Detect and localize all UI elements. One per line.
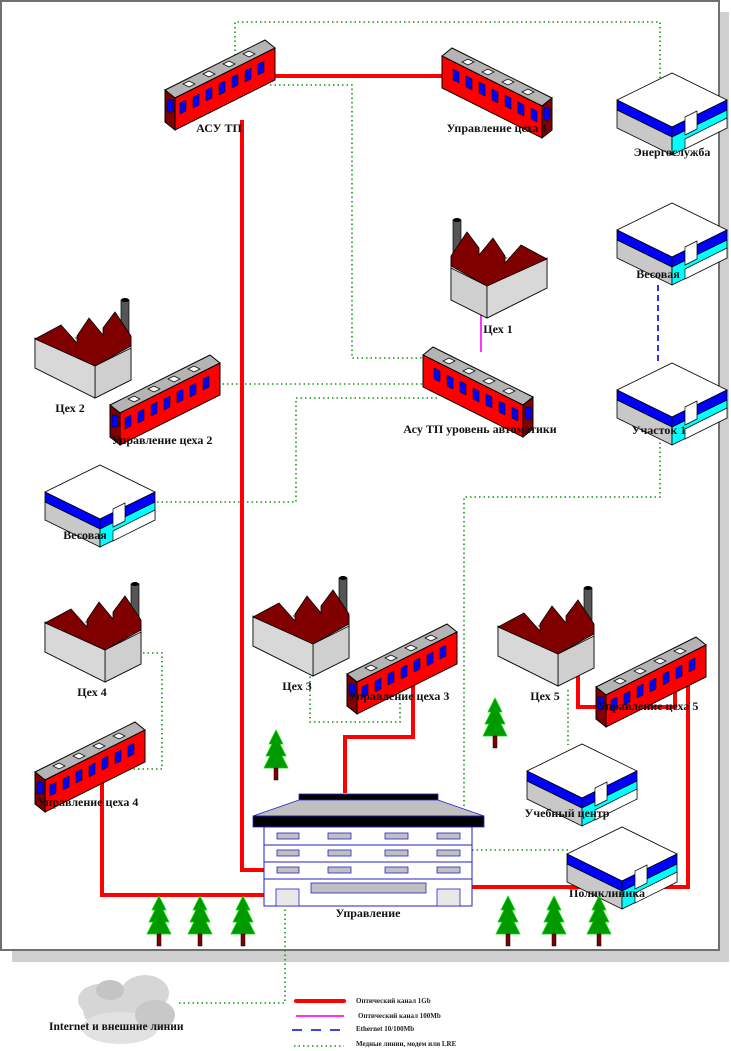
- fiber-line: [240, 120, 265, 872]
- node-asu-tp[interactable]: АСУ ТП: [164, 39, 276, 135]
- cloud-icon: [78, 975, 175, 1044]
- node-label: Весовая: [63, 528, 107, 542]
- node-vesovaya-right[interactable]: Весовая: [616, 202, 728, 286]
- node-upravlenie-ceha-2[interactable]: Управление цеха 2: [109, 354, 221, 447]
- node-label: Весовая: [636, 267, 680, 281]
- legend: Оптический канал 1Gb Оптический канал 10…: [292, 997, 457, 1048]
- node-label: Управление цеха 3: [349, 689, 450, 703]
- copper-lines: [110, 21, 661, 1004]
- legend-label: Оптический канал 100Mb: [358, 1012, 441, 1020]
- node-poliklinika[interactable]: Поликлиника: [566, 826, 678, 910]
- node-label: Участок 1: [632, 423, 687, 437]
- node-ceh-3[interactable]: Цех 3: [252, 575, 350, 693]
- copper-line: [270, 84, 428, 359]
- node-label: Управление цеха 1: [447, 121, 548, 135]
- node-label: Управление цеха 5: [598, 699, 699, 713]
- legend-label: Ethernet 10/100Mb: [356, 1025, 414, 1033]
- fiber-line: [343, 660, 415, 793]
- node-label: Энергослужба: [634, 145, 711, 159]
- node-upravlenie-ceha-5[interactable]: Управление цеха 5: [595, 636, 707, 728]
- node-label: Цех 4: [77, 685, 106, 699]
- copper-line: [178, 905, 286, 1004]
- node-label: Учебный центр: [525, 806, 610, 820]
- node-label: Цех 1: [483, 322, 512, 336]
- node-uchebny-centr[interactable]: Учебный центр: [525, 743, 638, 827]
- node-label: Управление цеха 4: [38, 795, 139, 809]
- fiber-line: [470, 665, 690, 889]
- node-label: Управление цеха 2: [112, 433, 213, 447]
- copper-line: [110, 652, 163, 770]
- node-ceh-4[interactable]: Цех 4: [44, 581, 142, 699]
- node-energosluzhba[interactable]: Энергослужба: [616, 72, 728, 159]
- node-upravlenie-ceha-1[interactable]: Управление цеха 1: [441, 47, 553, 139]
- node-vesovaya-left[interactable]: Весовая: [44, 464, 156, 548]
- copper-line: [130, 397, 440, 503]
- node-label: Цех 2: [55, 401, 84, 415]
- legend-label: Медные линии, модем или LRE: [356, 1040, 457, 1048]
- legend-label: Оптический канал 1Gb: [356, 997, 431, 1005]
- node-ceh-2[interactable]: Цех 2: [34, 297, 132, 415]
- node-label: Поликлиника: [569, 886, 645, 900]
- node-label: Internet и внешние линии: [49, 1021, 184, 1033]
- headquarters-icon: [252, 793, 485, 907]
- node-upravlenie[interactable]: Управление: [252, 793, 485, 920]
- node-internet[interactable]: Internet и внешние линии: [49, 975, 184, 1044]
- fiber-line: [100, 782, 265, 897]
- node-upravlenie-ceha-4[interactable]: Управление цеха 4: [34, 721, 146, 813]
- node-uchastok-1[interactable]: Участок 1: [616, 362, 728, 446]
- node-label: Управление: [336, 906, 402, 920]
- node-upravlenie-ceha-3[interactable]: Управление цеха 3: [346, 623, 458, 715]
- node-label: Асу ТП уровень автоматики: [403, 422, 557, 436]
- node-label: АСУ ТП: [196, 121, 242, 135]
- copper-line: [234, 21, 661, 82]
- copper-line: [309, 672, 401, 723]
- node-ceh-5[interactable]: Цех 5: [497, 585, 595, 703]
- node-label: Цех 3: [282, 679, 311, 693]
- node-asu-tp-avtomatika[interactable]: Асу ТП уровень автоматики: [403, 346, 557, 438]
- node-ceh-1[interactable]: Цех 1: [450, 217, 548, 336]
- node-label: Цех 5: [530, 689, 559, 703]
